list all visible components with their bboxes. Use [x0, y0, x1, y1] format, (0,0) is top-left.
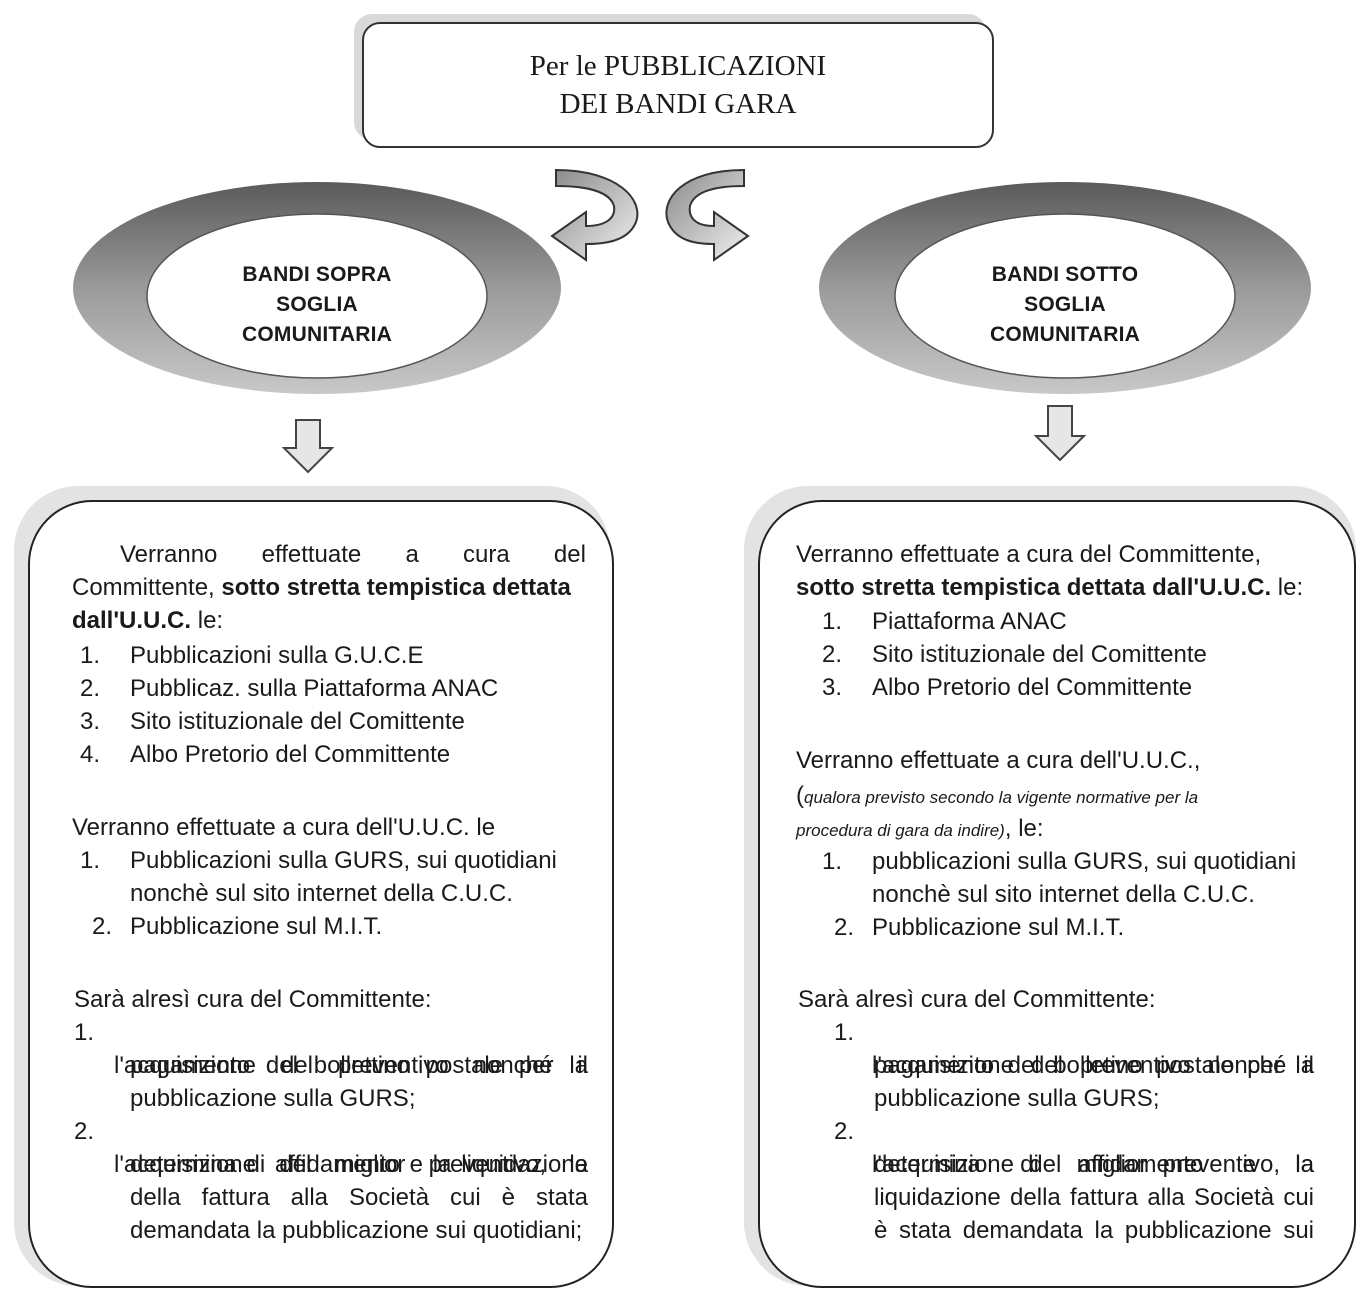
left-oval	[73, 182, 561, 394]
right-oval-label: BANDI SOTTO SOGLIA COMUNITARIA	[990, 263, 1140, 346]
list-item-continuation: nonchè sul sito internet della C.U.C.	[130, 880, 513, 907]
left-section-2-heading: Verranno effettuate a cura dell'U.U.C. l…	[72, 814, 496, 841]
right-intro-line-1: Verranno effettuate a cura del Committen…	[796, 541, 1262, 568]
curved-arrow-right-icon	[665, 168, 750, 262]
list-item-continuation: demandata la pubblicazione sui quotidian…	[130, 1217, 583, 1244]
right-section-2-heading: Verranno effettuate a cura dell'U.U.C.,	[796, 747, 1201, 774]
list-item: 1.Piattaforma ANAC	[822, 608, 1067, 635]
curved-arrows	[550, 168, 750, 262]
list-item: 1. l'acquisizione del preventivo nonché …	[834, 1019, 1314, 1079]
down-arrow-right-icon	[1034, 405, 1086, 462]
list-item: 2. l'acquisizione del miglior preventivo…	[834, 1118, 1314, 1178]
list-item-continuation: determina di affidamento e la liquidazio…	[130, 1151, 588, 1178]
right-section-2-note: (qualora previsto secondo la vigente nor…	[796, 782, 1199, 809]
list-item-continuation: nonchè sul sito internet della C.U.C.	[872, 881, 1255, 908]
list-item-continuation: pubblicazione sulla GURS;	[130, 1085, 416, 1112]
list-item-continuation: è stata demandata la pubblicazione sui	[874, 1217, 1314, 1244]
list-item: 2. l'acquisizione del miglior preventivo…	[74, 1118, 588, 1178]
list-item: 1.pubblicazioni sulla GURS, sui quotidia…	[822, 848, 1297, 875]
list-item-continuation: pubblicazione sulla GURS;	[874, 1085, 1160, 1112]
list-item-continuation: della fattura alla Società cui è stata	[130, 1184, 588, 1211]
list-item-continuation: pagamento del bolletino postale per la	[874, 1052, 1314, 1079]
title-line-2: DEI BANDI GARA	[559, 88, 797, 120]
right-intro-line-2: sotto stretta tempistica dettata dall'U.…	[796, 574, 1304, 601]
title-box: Per le PUBBLICAZIONI DEI BANDI GARA	[362, 22, 994, 148]
left-oval-label: BANDI SOPRA SOGLIA COMUNITARIA	[242, 263, 392, 346]
list-item-continuation: liquidazione della fattura alla Società …	[874, 1184, 1314, 1211]
right-section-2-note-end: procedura di gara da indire), le:	[796, 815, 1044, 842]
list-item: 3.Sito istituzionale del Comittente	[80, 708, 465, 735]
left-panel	[28, 500, 614, 1288]
list-item: 2.Pubblicazione sul M.I.T.	[834, 914, 1125, 941]
right-panel	[758, 500, 1356, 1288]
down-arrow-left-icon	[282, 419, 334, 474]
list-item: 3.Albo Pretorio del Committente	[822, 674, 1193, 701]
list-item: 1. l'acquisizione del preventivo nonché …	[74, 1019, 588, 1079]
list-item-continuation: determina di affidamento e la	[874, 1151, 1314, 1178]
left-intro-line-2: Committente, sotto stretta tempistica de…	[72, 574, 571, 601]
list-item-continuation: pagamento del bollettino postale per la	[130, 1052, 588, 1079]
list-item: 2.Sito istituzionale del Comittente	[822, 641, 1207, 668]
list-item: 2.Pubblicazione sul M.I.T.	[92, 913, 383, 940]
title-line-1: Per le PUBBLICAZIONI	[529, 50, 827, 82]
right-oval	[819, 182, 1311, 394]
curved-arrow-left-icon	[550, 168, 639, 262]
list-item: 1.Pubblicazioni sulla G.U.C.E	[80, 642, 424, 669]
list-item: 1.Pubblicazioni sulla GURS, sui quotidia…	[80, 847, 557, 874]
list-item: 4.Albo Pretorio del Committente	[80, 741, 451, 768]
left-intro-line-3: dall'U.U.C. le:	[72, 607, 224, 634]
right-section-3-heading: Sarà alresì cura del Committente:	[798, 986, 1156, 1013]
list-item: 2.Pubblicaz. sulla Piattaforma ANAC	[80, 675, 499, 702]
left-section-3-heading: Sarà alresì cura del Committente:	[74, 986, 432, 1013]
